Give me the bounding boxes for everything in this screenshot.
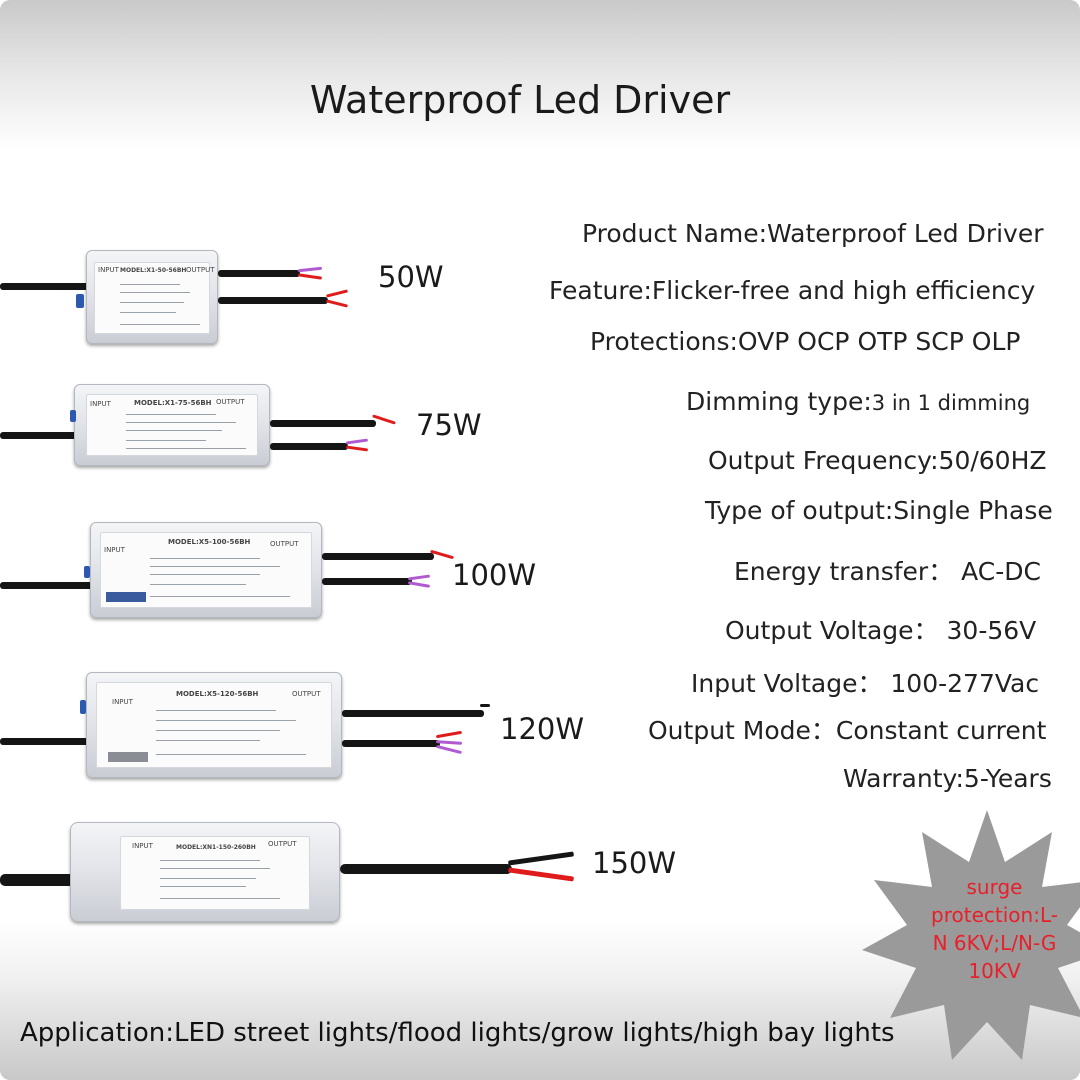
wire-purple xyxy=(297,266,323,273)
wire-purple xyxy=(345,438,369,445)
spec-dimming-label: Dimming type: xyxy=(686,387,872,416)
output-cable xyxy=(340,864,512,874)
wire-red xyxy=(325,289,349,298)
input-cable xyxy=(0,738,92,745)
driver-input-text: INPUT xyxy=(98,266,119,274)
driver-housing: INPUT MODEL:X1-50-56BH OUTPUT xyxy=(86,250,218,344)
driver-output-text: OUTPUT xyxy=(186,266,215,274)
spec-protections: Protections:OVP OCP OTP SCP OLP xyxy=(590,327,1021,356)
spec-output-mode: Output Mode：Constant current xyxy=(648,716,1047,745)
output-cable-bottom xyxy=(218,297,328,304)
driver-label: INPUT MODEL:XN1-150-260BH OUTPUT xyxy=(120,836,310,910)
spec-warranty: Warranty:5-Years xyxy=(843,764,1052,793)
spec-dimming: Dimming type:3 in 1 dimming xyxy=(686,387,1030,416)
wire-red xyxy=(325,299,349,308)
output-cable-top xyxy=(322,553,434,560)
output-cable-bottom xyxy=(270,443,348,450)
input-cable xyxy=(0,582,94,589)
connector-tab xyxy=(70,410,76,422)
driver-output-text: OUTPUT xyxy=(268,840,297,848)
spec-type-of-output: Type of output:Single Phase xyxy=(705,496,1053,525)
starburst-badge xyxy=(862,810,1080,1060)
driver-input-text: INPUT xyxy=(104,546,125,554)
driver-model-text: MODEL:X5-120-56BH xyxy=(176,690,259,698)
driver-housing: INPUT MODEL:X5-100-56BH OUTPUT xyxy=(90,522,322,618)
wire-red xyxy=(297,273,323,280)
driver-output-text: OUTPUT xyxy=(216,398,245,406)
input-cable xyxy=(0,874,80,886)
spec-product-name: Product Name:Waterproof Led Driver xyxy=(582,219,1044,248)
driver-model-text: MODEL:X5-100-56BH xyxy=(168,538,251,546)
wattage-150w: 150W xyxy=(592,846,677,880)
driver-label: INPUT MODEL:X1-50-56BH OUTPUT xyxy=(94,262,215,334)
output-cable-bottom xyxy=(322,578,412,585)
driver-model-text: MODEL:X1-75-56BH xyxy=(134,399,212,407)
surge-line: 10KV xyxy=(968,959,1021,983)
driver-output-text: OUTPUT xyxy=(292,690,321,698)
input-cable xyxy=(0,283,92,290)
wire-red xyxy=(507,867,575,882)
driver-label: INPUT MODEL:X1-75-56BH OUTPUT xyxy=(86,394,258,456)
wattage-50w: 50W xyxy=(378,260,444,294)
connector-tab xyxy=(80,700,86,714)
surge-line: N 6KV;L/N-G xyxy=(932,931,1057,955)
driver-housing: INPUT MODEL:X1-75-56BH OUTPUT xyxy=(74,384,270,466)
page-title: Waterproof Led Driver xyxy=(309,78,731,122)
output-cable-bottom xyxy=(342,740,440,747)
spec-energy-transfer: Energy transfer： AC-DC xyxy=(734,557,1041,586)
wire-purple xyxy=(407,574,431,581)
driver-housing: INPUT MODEL:XN1-150-260BH OUTPUT xyxy=(70,822,340,922)
wire-black xyxy=(507,851,575,866)
output-cable-top xyxy=(342,710,484,717)
spec-output-voltage: Output Voltage： 30-56V xyxy=(725,616,1037,645)
surge-protection-text: surge protection:L- N 6KV;L/N-G 10KV xyxy=(912,873,1077,985)
surge-line: surge xyxy=(966,875,1023,899)
spec-dimming-value: 3 in 1 dimming xyxy=(871,391,1031,415)
driver-label: INPUT MODEL:X5-100-56BH OUTPUT xyxy=(100,532,312,608)
output-cable-top xyxy=(270,420,376,427)
connector-tab xyxy=(76,294,84,308)
wire-purple xyxy=(407,581,431,588)
spec-feature: Feature:Flicker-free and high efficiency xyxy=(549,276,1036,305)
driver-model-text: MODEL:XN1-150-260BH xyxy=(176,844,256,851)
driver-input-text: INPUT xyxy=(90,400,111,408)
input-cable xyxy=(0,432,80,439)
application-text: Application:LED street lights/flood ligh… xyxy=(20,1018,895,1048)
wattage-100w: 100W xyxy=(452,558,537,592)
spec-output-frequency: Output Frequency:50/60HZ xyxy=(708,446,1047,475)
connector-tab xyxy=(84,566,90,578)
wire-red xyxy=(435,730,463,739)
driver-housing: INPUT MODEL:X5-120-56BH OUTPUT xyxy=(86,672,342,778)
output-cable-top xyxy=(218,270,300,277)
wire-red xyxy=(345,445,369,452)
driver-input-text: INPUT xyxy=(112,698,133,706)
driver-output-text: OUTPUT xyxy=(270,540,299,548)
wattage-120w: 120W xyxy=(500,712,585,746)
driver-model-text: MODEL:X1-50-56BH xyxy=(120,267,187,274)
driver-label: INPUT MODEL:X5-120-56BH OUTPUT xyxy=(96,682,332,768)
wire-purple xyxy=(436,744,462,755)
wire-black xyxy=(480,704,490,707)
spec-input-voltage: Input Voltage： 100-277Vac xyxy=(691,669,1040,698)
surge-line: protection:L- xyxy=(931,903,1058,927)
driver-input-text: INPUT xyxy=(132,842,153,850)
wattage-75w: 75W xyxy=(416,408,482,442)
